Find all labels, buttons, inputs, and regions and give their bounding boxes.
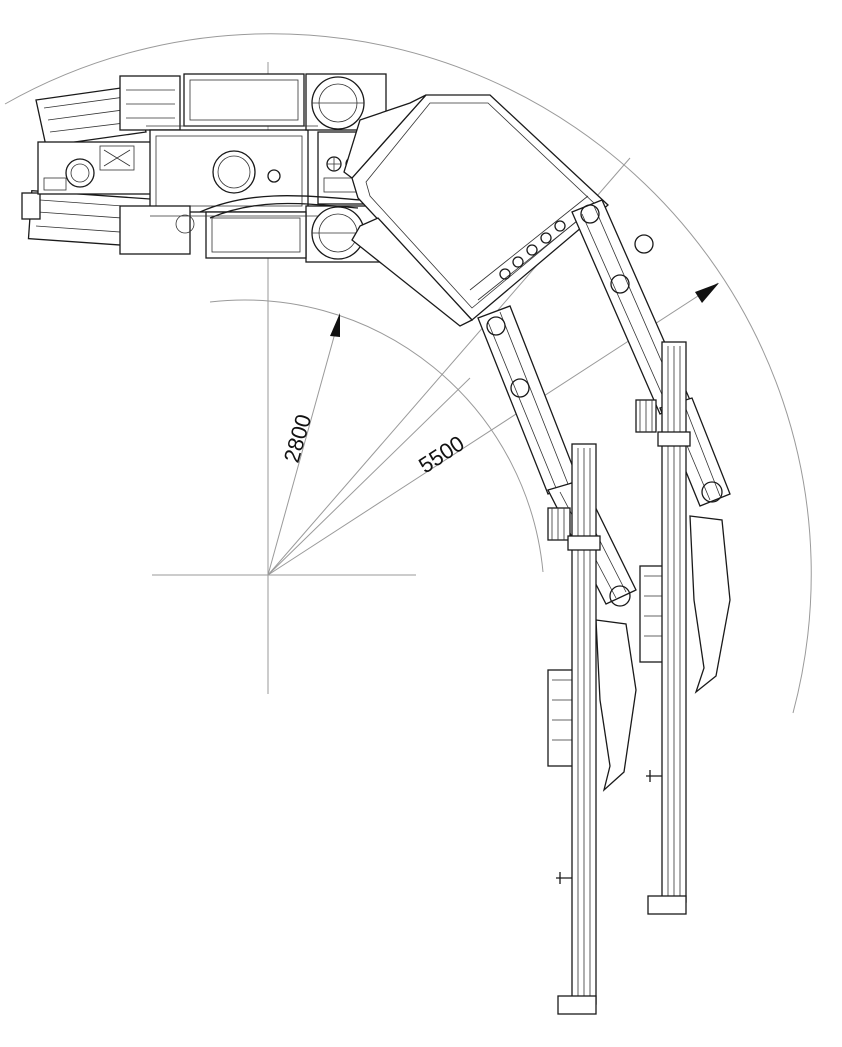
- carrier-chassis: [21, 73, 387, 263]
- inner-radius-line: [267, 314, 341, 576]
- inner-radius-label: 2800: [279, 411, 317, 465]
- outer-radius-label: 5500: [414, 431, 469, 479]
- boom-1: [477, 305, 637, 792]
- inner-radius-arrowhead: [330, 313, 340, 337]
- coverage-arcs: [4, 33, 812, 714]
- feed-rail-1: [556, 443, 601, 1015]
- boom-mount-frame: [343, 94, 609, 327]
- inner-coverage-arc: [209, 299, 544, 573]
- outer-coverage-arc: [4, 33, 812, 714]
- feed-rail-2: [646, 341, 691, 915]
- outer-radius-arrowhead: [695, 283, 719, 303]
